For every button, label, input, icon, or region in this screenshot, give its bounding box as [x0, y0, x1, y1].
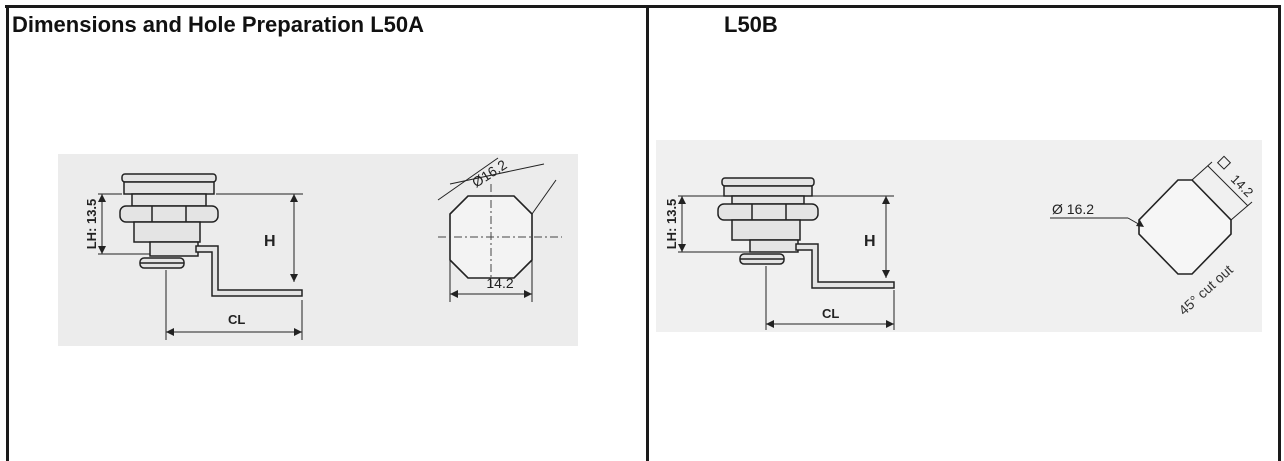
arrowhead: [678, 244, 686, 252]
lock-side-view: [717, 177, 895, 289]
lock-bezel: [123, 181, 215, 195]
arrowhead: [678, 196, 686, 204]
l50b-drawing-svg: LH: 13.5 H CL Ø 16.2 14.2 45° cut out: [656, 140, 1262, 332]
lh-label: LH: 13.5: [664, 199, 679, 250]
lock-side-view: [119, 173, 303, 297]
middle-divider: [646, 5, 649, 461]
l50a-drawing: LH: 13.5 H CL Ø16.2 14.2: [58, 154, 578, 346]
left-border: [6, 5, 9, 461]
lock-bezel-top: [721, 177, 815, 187]
arrowhead: [886, 320, 894, 328]
arrowhead: [98, 246, 106, 254]
l50a-dimension-lines: [98, 193, 303, 340]
l50a-arrowheads: [98, 194, 302, 336]
lock-bezel-top: [121, 173, 217, 183]
l50b-dimension-lines: [678, 195, 895, 330]
cam-hub: [149, 241, 199, 257]
arrowhead: [524, 290, 532, 298]
l50b-arrowheads: [678, 196, 894, 328]
cam-hub: [749, 239, 799, 253]
arrowhead: [766, 320, 774, 328]
arrowhead: [290, 274, 298, 282]
cam-arm: [195, 245, 303, 297]
top-border: [5, 5, 1280, 8]
diameter-dimension: [449, 163, 545, 185]
lock-bezel: [723, 185, 813, 197]
h-label: H: [264, 233, 276, 250]
heading-l50b: L50B: [724, 12, 778, 37]
lock-barrel-upper: [131, 193, 207, 207]
square-ext-right: [1230, 201, 1253, 221]
heading-l50a: Dimensions and Hole Preparation L50A: [12, 12, 424, 37]
arrowhead: [98, 194, 106, 202]
diameter-ext-left: [437, 157, 499, 201]
arrowhead: [166, 328, 174, 336]
arrowhead: [290, 194, 298, 202]
arrowhead: [1136, 220, 1144, 227]
lh-label: LH: 13.5: [84, 199, 99, 250]
square-dimension: [1207, 165, 1249, 207]
arrowhead: [882, 196, 890, 204]
lock-nut: [717, 203, 819, 221]
diameter-ext-right: [531, 179, 557, 215]
arrowhead: [450, 290, 458, 298]
cam-arm: [795, 243, 895, 289]
square-ext-left: [1191, 161, 1213, 181]
diameter-label: Ø 16.2: [1052, 201, 1094, 217]
lock-barrel-upper: [731, 195, 805, 205]
square-symbol-icon: [1216, 155, 1232, 170]
right-border: [1278, 5, 1281, 461]
cl-label: CL: [822, 306, 839, 321]
arrowhead: [882, 270, 890, 278]
cl-label: CL: [228, 312, 245, 327]
width-label: 14.2: [486, 275, 513, 291]
l50a-drawing-svg: LH: 13.5 H CL Ø16.2 14.2: [58, 154, 578, 346]
lock-barrel-lower: [133, 221, 201, 243]
h-label: H: [864, 233, 876, 250]
l50b-drawing: LH: 13.5 H CL Ø 16.2 14.2 45° cut out: [656, 140, 1262, 332]
hole-cutout-view: Ø16.2 14.2: [437, 156, 562, 302]
lock-barrel-lower: [731, 219, 801, 241]
lock-nut: [119, 205, 219, 223]
arrowhead: [294, 328, 302, 336]
